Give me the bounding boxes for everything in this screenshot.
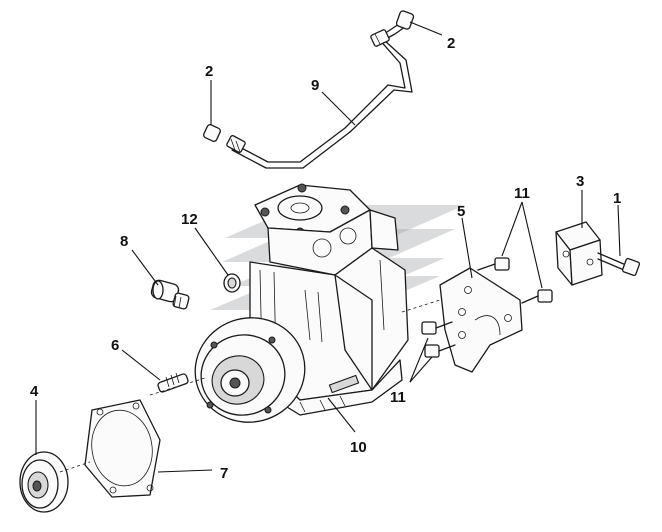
callout-8: 8	[120, 233, 128, 250]
block-bolt	[597, 252, 641, 277]
pipe-fitting-upper	[370, 10, 415, 47]
callout-3: 3	[576, 173, 584, 190]
callout-11-lower: 11	[390, 389, 406, 406]
pipe-fitting-lower	[203, 124, 246, 153]
alignment-lines	[59, 299, 441, 473]
callout-1: 1	[613, 190, 621, 207]
callout-4: 4	[30, 383, 39, 400]
callout-9: 9	[311, 77, 319, 94]
callout-2-lower: 2	[205, 63, 213, 80]
callout-2-upper: 2	[447, 35, 455, 52]
elbow-fitting	[150, 279, 190, 310]
callout-11-upper: 11	[514, 185, 530, 202]
sealing-plug	[223, 273, 241, 293]
bracket-bolt-4	[424, 344, 456, 358]
callout-10: 10	[350, 439, 367, 456]
bracket-bolt-1	[477, 257, 510, 271]
threaded-stud	[157, 372, 189, 393]
callout-12: 12	[181, 211, 198, 228]
spacer-block	[555, 221, 603, 286]
bracket-bolt-2	[521, 289, 553, 304]
callout-7: 7	[220, 465, 228, 482]
bracket-bolt-3	[421, 321, 453, 335]
mounting-bracket	[439, 267, 523, 373]
callout-6: 6	[111, 337, 119, 354]
flange-gasket	[84, 399, 161, 498]
drive-gear	[19, 451, 69, 513]
front-flange	[194, 317, 306, 423]
callout-5: 5	[457, 203, 465, 220]
leader-lines	[35, 21, 621, 473]
